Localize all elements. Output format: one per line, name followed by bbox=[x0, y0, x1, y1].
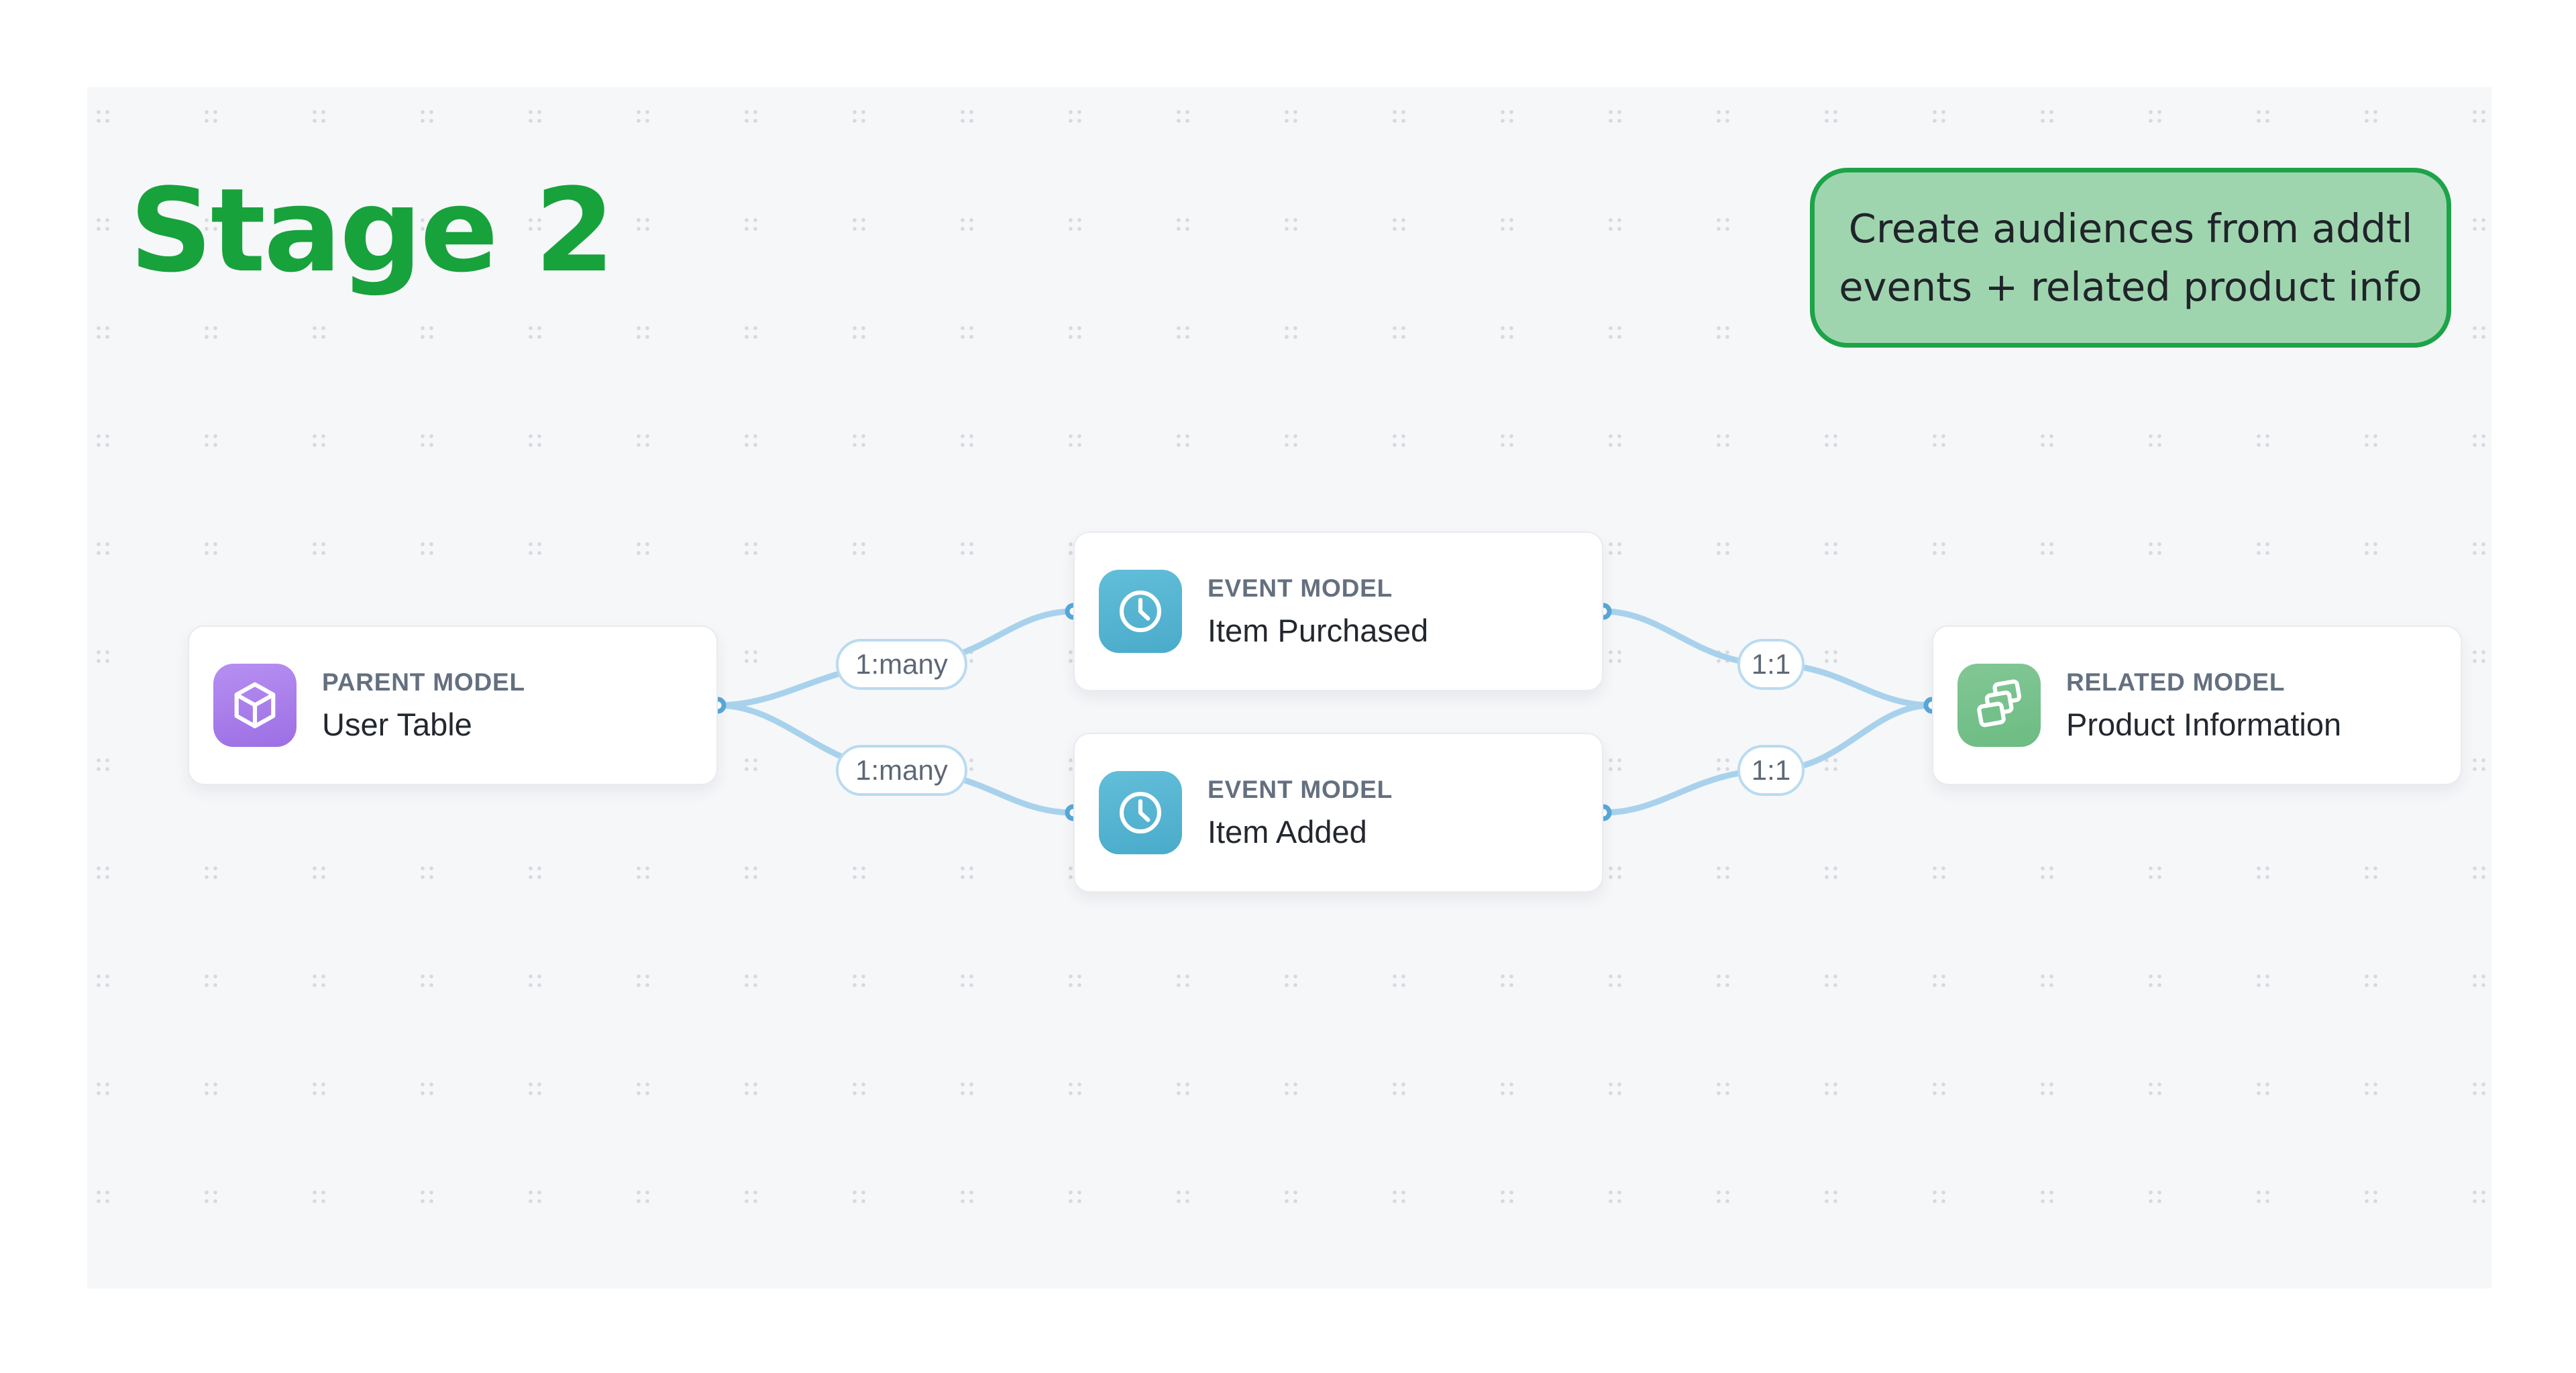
node-type-label: EVENT MODEL bbox=[1208, 574, 1393, 602]
node-type-label: PARENT MODEL bbox=[322, 668, 525, 696]
stage-title: Stage 2 bbox=[129, 163, 614, 298]
node-parent-model[interactable]: PARENT MODEL User Table bbox=[188, 625, 718, 785]
edge-label-one-to-one-bottom[interactable]: 1:1 bbox=[1737, 745, 1805, 796]
node-title: Product Information bbox=[2066, 706, 2342, 742]
node-title: User Table bbox=[322, 706, 472, 742]
callout-text-line2: events + related product info bbox=[1839, 264, 2422, 310]
node-event-model-item-added[interactable]: EVENT MODEL Item Added bbox=[1073, 733, 1603, 893]
callout-text-line1: Create audiences from addtl bbox=[1848, 205, 2413, 252]
clock-icon bbox=[1099, 771, 1182, 854]
node-type-label: EVENT MODEL bbox=[1208, 775, 1393, 803]
edge-label-one-to-many-bottom[interactable]: 1:many bbox=[836, 745, 967, 796]
node-type-label: RELATED MODEL bbox=[2066, 668, 2286, 696]
stacked-layers-icon bbox=[1957, 664, 2041, 747]
node-event-model-item-purchased[interactable]: EVENT MODEL Item Purchased bbox=[1073, 531, 1603, 691]
callout-note[interactable]: Create audiences from addtl events + rel… bbox=[1810, 168, 2451, 348]
clock-icon bbox=[1099, 570, 1182, 653]
node-title: Item Purchased bbox=[1208, 612, 1429, 648]
node-related-model[interactable]: RELATED MODEL Product Information bbox=[1932, 625, 2462, 785]
edge-label-one-to-one-top[interactable]: 1:1 bbox=[1737, 639, 1805, 690]
cube-icon bbox=[213, 664, 297, 747]
edge-label-one-to-many-top[interactable]: 1:many bbox=[836, 639, 967, 690]
node-title: Item Added bbox=[1208, 813, 1367, 850]
